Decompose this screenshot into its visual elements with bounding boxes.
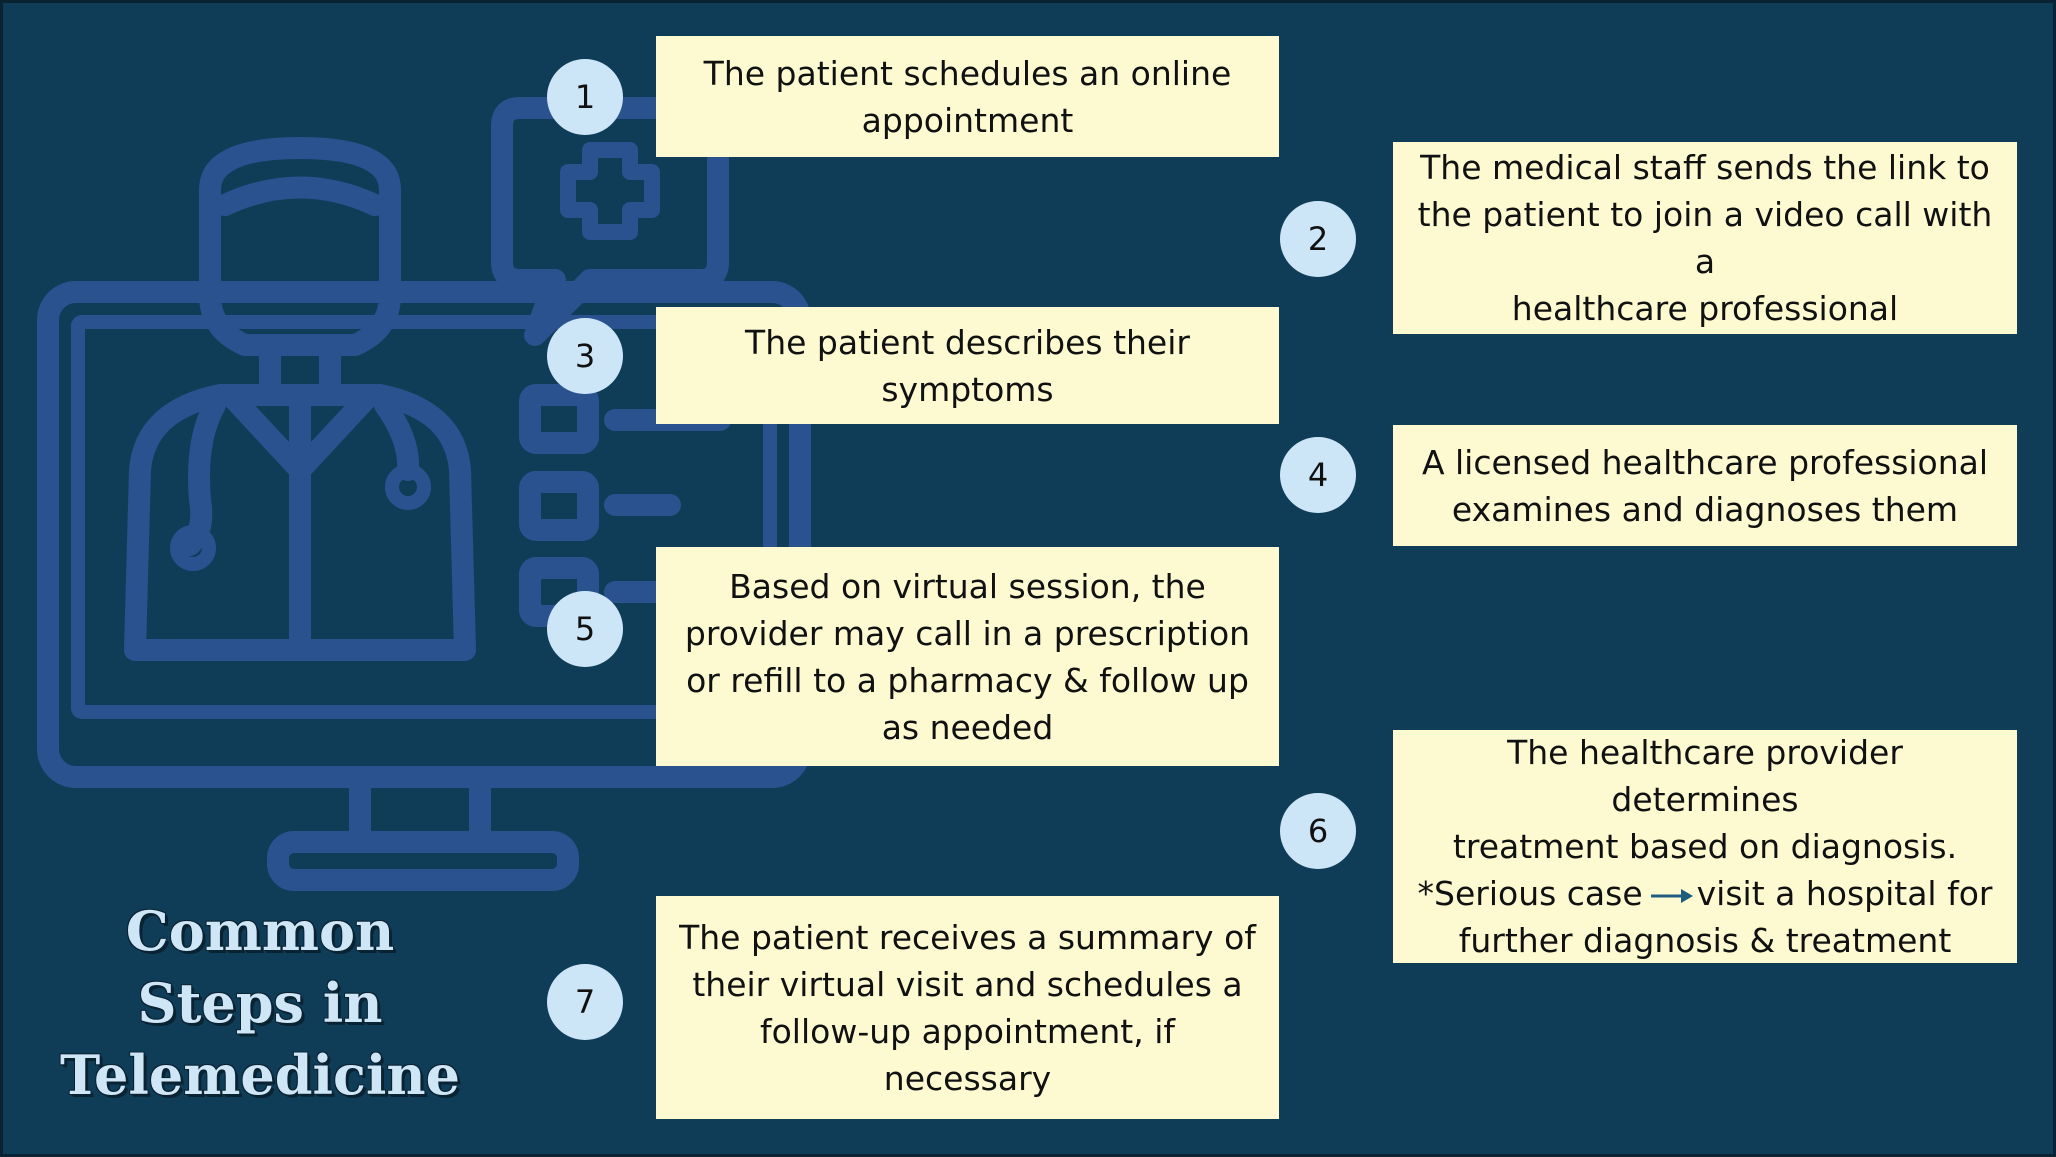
step-3-box: The patient describes their symptoms xyxy=(656,307,1279,424)
step-7-box: The patient receives a summary of their … xyxy=(656,896,1279,1119)
stethoscope-chest xyxy=(170,525,216,571)
stethoscope-tube-right xyxy=(374,394,420,481)
monitor-neck xyxy=(349,769,491,851)
step-4-line: examines and diagnoses them xyxy=(1451,489,1959,529)
doctor-hair xyxy=(214,176,386,216)
monitor-screen xyxy=(71,315,777,719)
step-6-box: The healthcare provider determines treat… xyxy=(1393,730,2017,963)
step-4-box: A licensed healthcare professional exami… xyxy=(1393,425,2017,546)
stethoscope-tube xyxy=(179,394,226,556)
step-2-line: The medical staff sends the link to xyxy=(1420,148,1990,187)
step-2-line: healthcare professional xyxy=(1511,289,1899,328)
doctor-head xyxy=(199,137,401,356)
step-1-badge: 1 xyxy=(547,59,623,135)
title-line-2: Steps in xyxy=(137,971,383,1035)
step-4-badge: 4 xyxy=(1280,437,1356,513)
step-5-box: Based on virtual session, the provider m… xyxy=(656,547,1279,766)
right-arrow-icon xyxy=(1650,888,1693,903)
step-6-line-with-arrow: *Serious case visit a hospital for xyxy=(1411,870,1999,917)
step-6-line: The healthcare provider determines xyxy=(1507,733,1903,819)
doctor-coat xyxy=(124,384,476,661)
step-2-line: the patient to join a video call with a xyxy=(1417,195,1993,281)
title-line-3: Telemedicine xyxy=(60,1043,460,1107)
step-5-badge: 5 xyxy=(547,591,623,667)
step-5-line: as needed xyxy=(881,707,1054,747)
step-3-line: symptoms xyxy=(881,369,1054,409)
step-5-line: or refill to a pharmacy & follow up xyxy=(686,660,1249,700)
step-6-line: visit a hospital for xyxy=(1696,874,1993,913)
step-5-line: Based on virtual session, the xyxy=(729,566,1206,606)
step-7-line: follow-up appointment, if xyxy=(760,1011,1175,1051)
stethoscope-end xyxy=(385,464,431,510)
step-6-line: treatment based on diagnosis. xyxy=(1452,827,1958,866)
step-3-line: The patient describes their xyxy=(745,322,1190,362)
step-2-box: The medical staff sends the link to the … xyxy=(1393,142,2017,334)
step-7-line: their virtual visit and schedules a xyxy=(692,964,1243,1004)
step-4-line: A licensed healthcare professional xyxy=(1421,442,1989,482)
step-1-box: The patient schedules an online appointm… xyxy=(656,36,1279,157)
title-line-1: Common xyxy=(125,899,395,963)
step-1-line: The patient schedules an online xyxy=(703,53,1232,93)
coat-lapels xyxy=(224,384,376,661)
medical-cross xyxy=(560,142,660,240)
step-7-line: necessary xyxy=(883,1058,1052,1098)
step-6-line: further diagnosis & treatment xyxy=(1458,921,1952,960)
step-1-line: appointment xyxy=(861,100,1074,140)
checkbox-1 xyxy=(519,384,599,454)
monitor-base xyxy=(267,831,579,891)
step-3-badge: 3 xyxy=(547,318,623,394)
checkbox-2 xyxy=(519,471,599,541)
page-title: Common Steps in Telemedicine xyxy=(60,895,460,1111)
step-6-line: *Serious case xyxy=(1417,874,1643,913)
monitor-outline xyxy=(37,281,811,788)
step-7-line: The patient receives a summary of xyxy=(679,917,1256,957)
step-5-line: provider may call in a prescription xyxy=(684,613,1251,653)
step-7-badge: 7 xyxy=(547,964,623,1040)
step-2-badge: 2 xyxy=(1280,201,1356,277)
step-6-badge: 6 xyxy=(1280,793,1356,869)
